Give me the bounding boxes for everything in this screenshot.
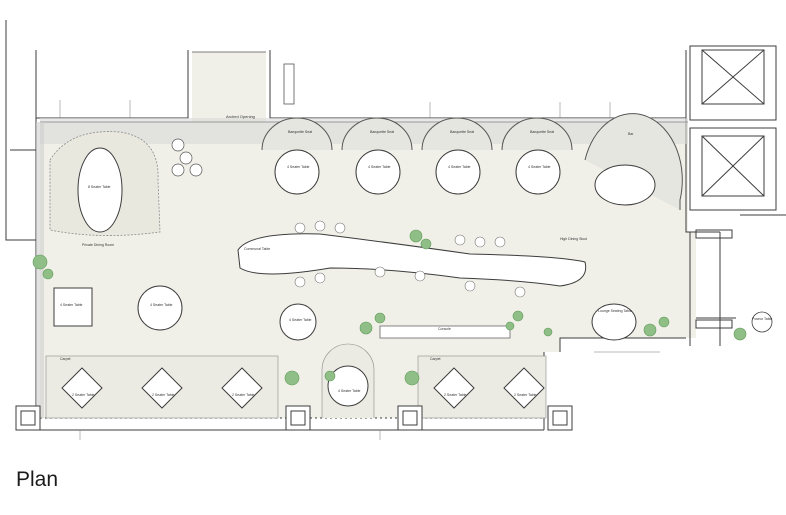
lounge-table-label: Lounge Seating Table: [598, 309, 632, 313]
diamond-label-4: 2 Seater Table: [444, 393, 467, 397]
banquette-label-2: Banquette Seat: [370, 130, 394, 134]
right-service-blocks: [689, 45, 786, 346]
diamond-label-1: 2 Seater Table: [72, 393, 95, 397]
entrance-corridor: [192, 51, 295, 105]
poseur-label: Poseur Table: [752, 317, 772, 321]
banquette-label-4: Banquette Seat: [530, 130, 554, 134]
carpet-right-label: Carpet: [430, 357, 441, 361]
banquette-label-1: Banquette Seat: [288, 130, 312, 134]
plan-caption: Plan: [16, 468, 59, 491]
banquette-label-3: Banquette Seat: [450, 130, 474, 134]
communal-stools: [294, 220, 526, 298]
left-wall-band: [36, 122, 44, 418]
left-square-label: 4 Seater Table: [60, 303, 83, 307]
diamond-label-3: 2 Seater Table: [232, 393, 255, 397]
bar-label: Bar: [628, 132, 634, 136]
mid-round-label: 4 Seater Table: [289, 318, 312, 322]
round-bottom-label: 4 Seater Table: [338, 389, 361, 393]
bar-counter: [594, 164, 656, 206]
communal-table-label: Communal Table: [244, 247, 270, 251]
booth-label-3: 4 Seater Table: [448, 165, 471, 169]
oval-dining-table: [77, 147, 123, 233]
poseur-table: [751, 311, 773, 333]
left-round-label: 4 Seater Table: [150, 303, 173, 307]
private-dining-label: Private Dining Room: [82, 243, 114, 247]
left-round-table: [137, 285, 183, 331]
diamond-label-2: 2 Seater Table: [152, 393, 175, 397]
banquette-arches: [261, 113, 683, 210]
booth-label-2: 4 Seater Table: [368, 165, 391, 169]
entrance-corridor-floor: [192, 52, 266, 122]
annotation-ticks: [59, 100, 660, 440]
left-square-table: [53, 287, 93, 327]
booth-label-1: 4 Seater Table: [287, 165, 310, 169]
round-bottom-table: [327, 365, 369, 407]
arched-opening-label: Arched Opening: [226, 114, 255, 119]
plants: [32, 229, 747, 386]
diamond-label-5: 2 Seater Table: [514, 393, 537, 397]
booth-tables: [274, 149, 561, 195]
carpet-left-label: Carpet: [60, 357, 71, 361]
restaurant-floor: [40, 122, 696, 418]
oval-table-label: 8 Seater Table: [88, 185, 111, 189]
high-table-label: High Dining Stool: [560, 237, 587, 241]
private-dining-room: 8 Seater Table Private Dining Room: [49, 131, 161, 247]
booth-label-4: 4 Seater Table: [528, 165, 551, 169]
communal-table: [237, 233, 587, 287]
side-chairs: [171, 138, 203, 177]
mid-round-table: [279, 303, 317, 341]
diamond-tables: [61, 367, 545, 409]
planter-boxes: [15, 405, 573, 431]
console-label: Console: [438, 327, 451, 331]
lounge-table: [591, 303, 637, 341]
console-unit: [379, 325, 511, 339]
